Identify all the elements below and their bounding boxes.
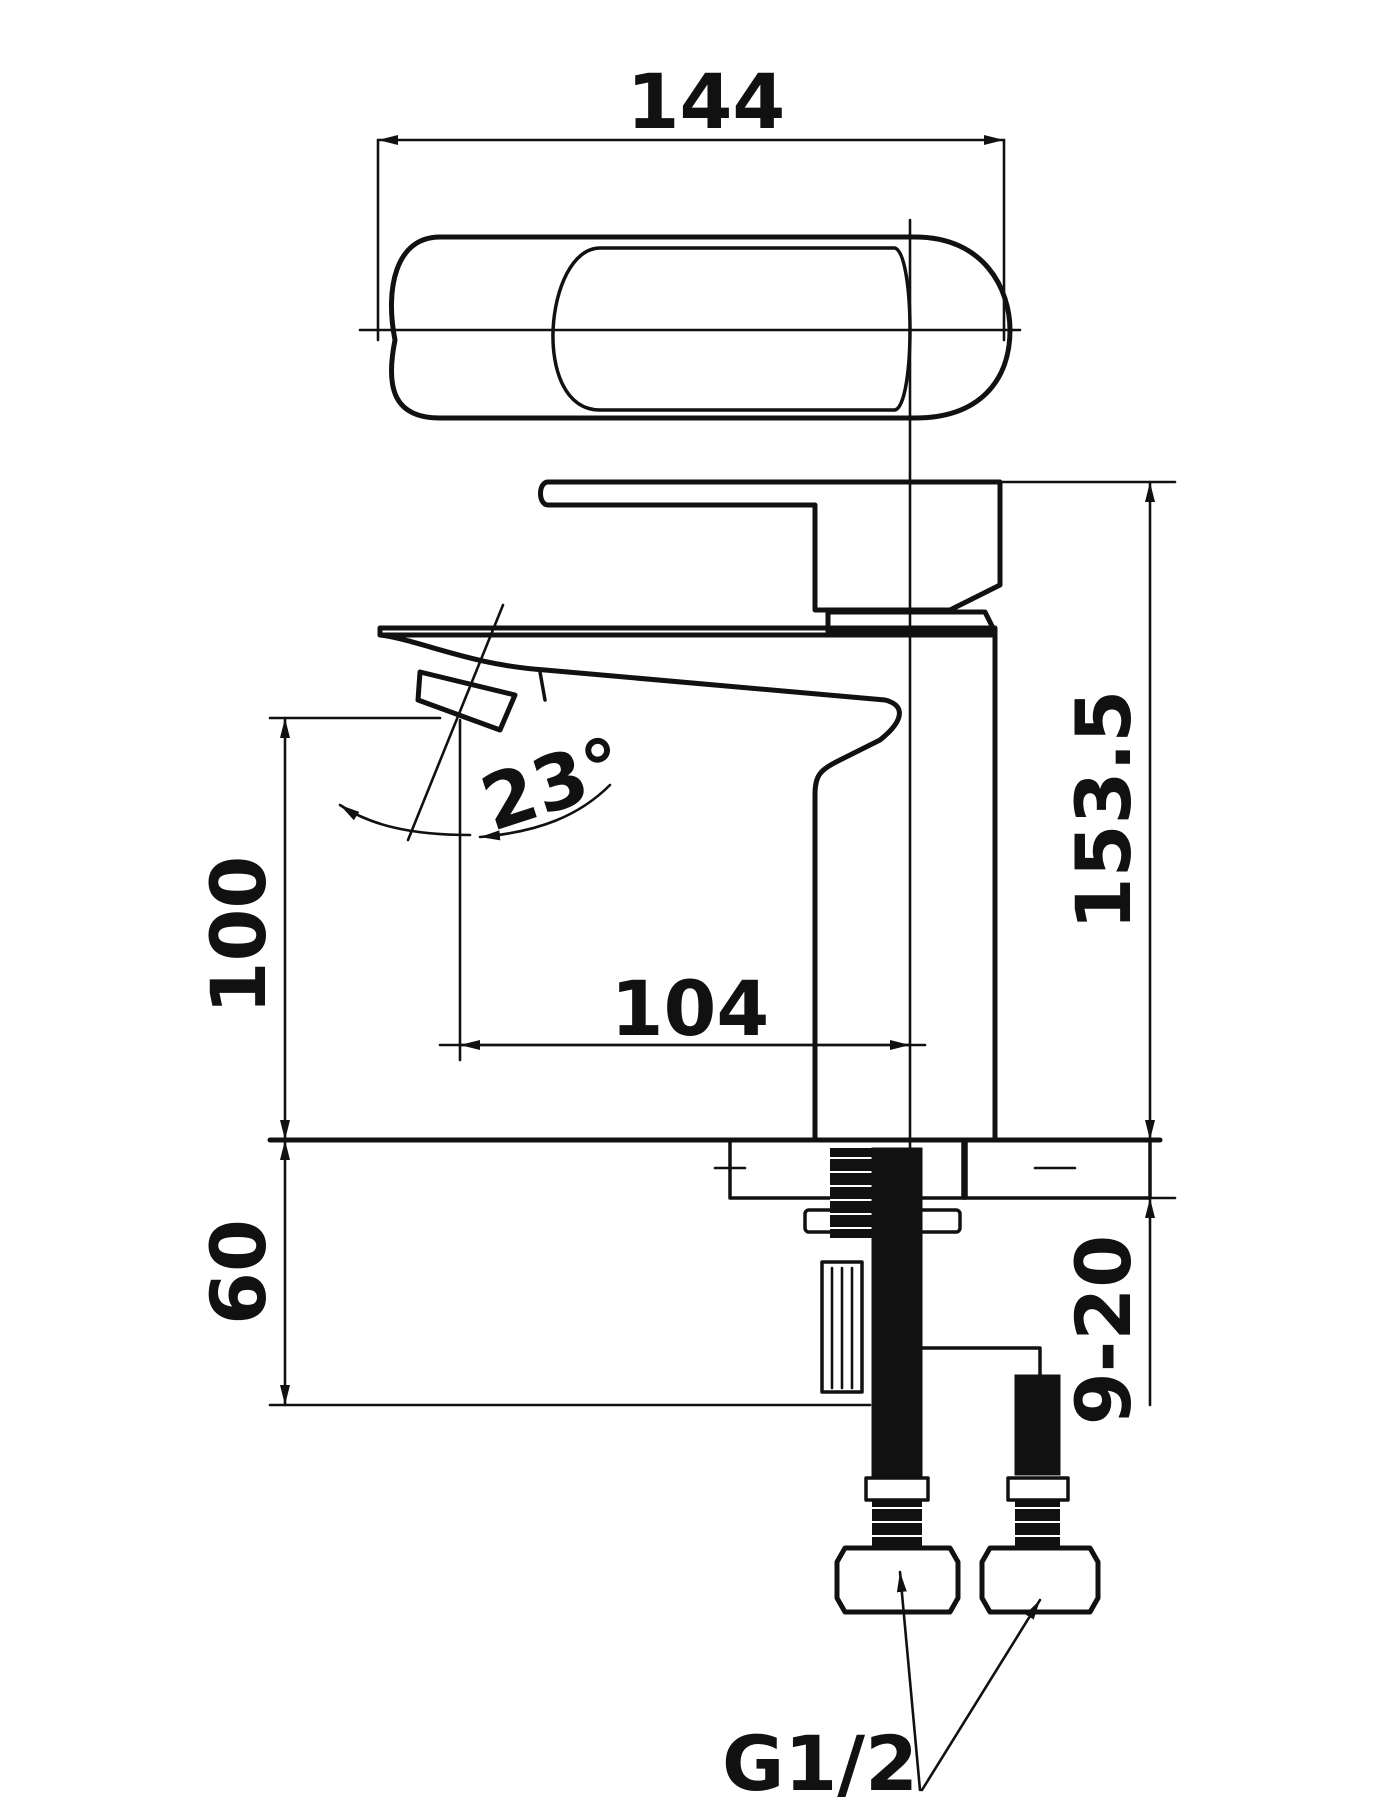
dimension-deck-thickness: 9-20 (1059, 1196, 1177, 1425)
supply-hose-left (871, 1147, 923, 1479)
below-deck-label: 60 (194, 1219, 283, 1325)
thread-leader-left (896, 1570, 922, 1792)
spout-height-label: 100 (194, 856, 283, 1015)
dimension-overall-height: 153.5 (998, 480, 1177, 1142)
thread-label: G1/2 (722, 1719, 918, 1808)
callout-connection-thread: G1/2 (722, 1570, 1042, 1808)
supply-hose-right-bend (920, 1346, 1042, 1377)
supply-hose-right (1014, 1374, 1061, 1476)
spout-seam (538, 670, 547, 702)
lever-handle (538, 479, 1003, 613)
basin-plate (728, 1138, 1152, 1200)
angle-ray (406, 603, 505, 842)
angle-label: 23° (471, 719, 635, 848)
fitting-right-thread (1015, 1500, 1060, 1548)
dimension-below-deck: 60 (194, 1138, 872, 1407)
aerator (415, 669, 518, 733)
dimension-spout-reach: 104 (438, 718, 927, 1062)
width-label: 144 (627, 57, 786, 146)
fitting-left-collar (864, 1476, 930, 1502)
top-view (358, 234, 1022, 421)
angle-arc-left (338, 803, 472, 837)
reach-label: 104 (611, 964, 770, 1053)
fitting-right-collar (1006, 1476, 1070, 1502)
fitting-left-hex-nut (834, 1545, 961, 1615)
side-view (267, 479, 1163, 1615)
top-view-body-outline (388, 234, 1013, 421)
fitting-left-thread (872, 1500, 922, 1548)
top-view-handle-outline (551, 246, 912, 412)
spout-body (377, 632, 902, 1143)
angle-arc-right (478, 783, 612, 841)
dimension-spout-height: 100 (194, 716, 442, 1142)
plate-edge (961, 1138, 968, 1200)
fitting-right-hex-nut (979, 1545, 1101, 1615)
dimension-width: 144 (376, 57, 1006, 342)
fixing-stud (820, 1260, 864, 1394)
thread-leader-right (920, 1598, 1042, 1792)
deck-thickness-label: 9-20 (1059, 1235, 1148, 1425)
height-label: 153.5 (1059, 690, 1148, 930)
